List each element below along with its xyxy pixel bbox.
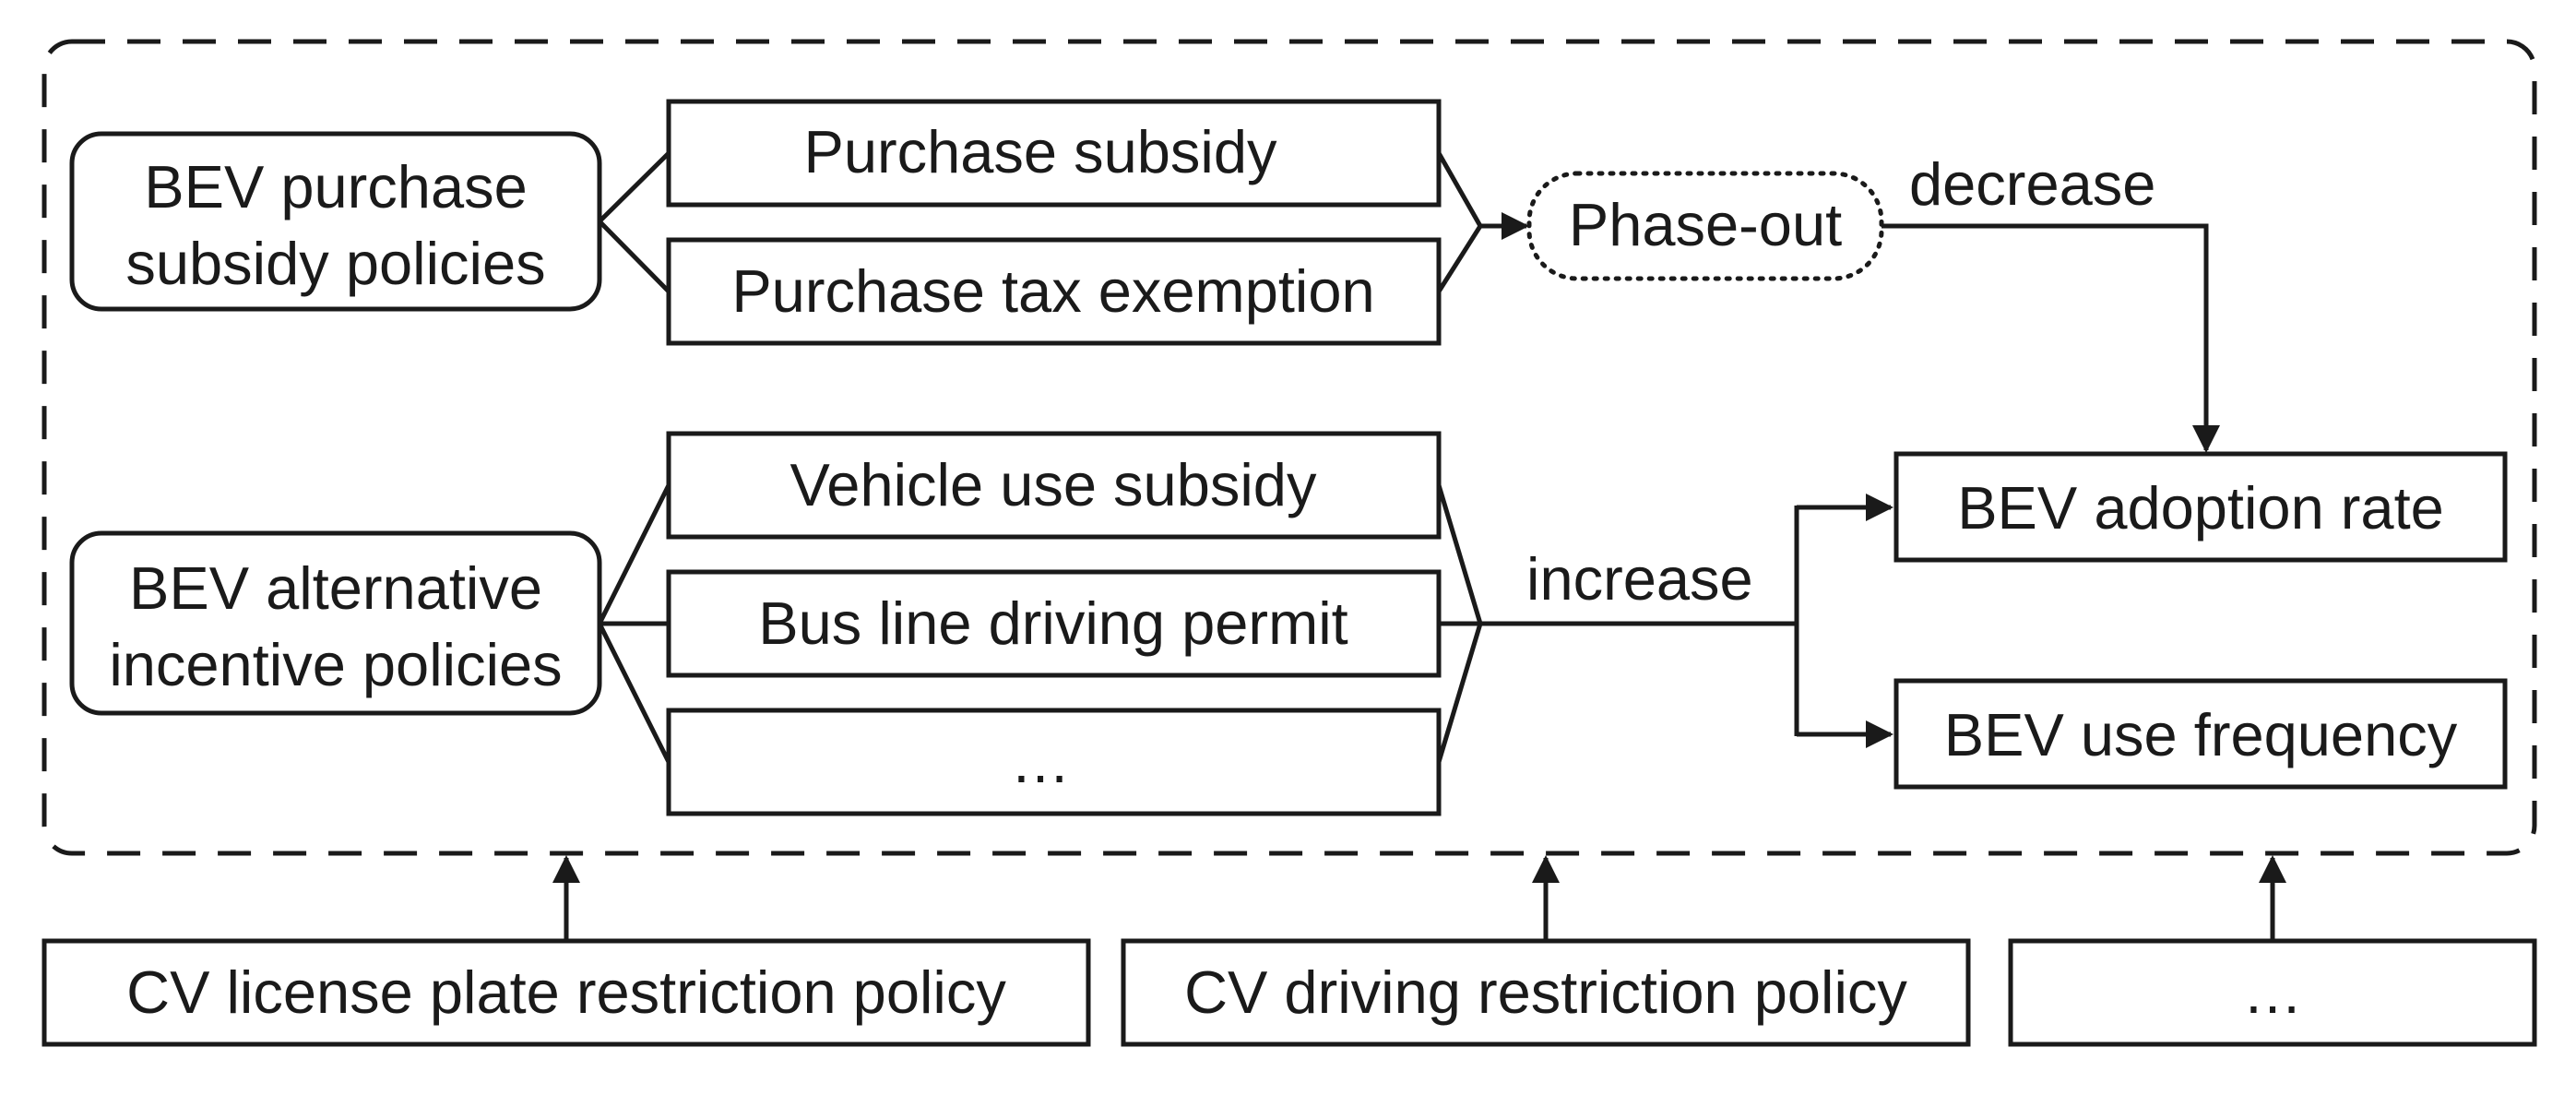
- bus-line-driving-permit-node: Bus line driving permit: [666, 569, 1442, 678]
- connector-line: [598, 220, 671, 293]
- node-label: Phase-out: [1569, 191, 1842, 258]
- node-label: Bus line driving permit: [758, 589, 1347, 657]
- node-label: Vehicle use subsidy: [790, 451, 1317, 518]
- connector-line: [597, 483, 671, 625]
- more-external-policies-node: …: [2008, 938, 2537, 1047]
- bev-alternative-incentive-policies-node: BEV alternative incentive policies: [69, 530, 602, 716]
- decrease-arrow: [1882, 223, 2220, 453]
- node-label: CV driving restriction policy: [1184, 958, 1907, 1026]
- node-label: CV license plate restriction policy: [126, 958, 1006, 1026]
- node-label-line2: incentive policies: [109, 631, 562, 698]
- bev-purchase-subsidy-policies-node: BEV purchase subsidy policies: [69, 131, 602, 312]
- node-label: Purchase tax exemption: [731, 257, 1374, 325]
- increase-label: increase: [1526, 545, 1753, 613]
- connector-line: [1436, 224, 1483, 293]
- cv-driving-restriction-node: CV driving restriction policy: [1121, 938, 1971, 1047]
- bev-use-frequency-node: BEV use frequency: [1893, 678, 2508, 790]
- vehicle-use-subsidy-node: Vehicle use subsidy: [666, 431, 1442, 540]
- cv-license-plate-restriction-node: CV license plate restriction policy: [42, 938, 1091, 1047]
- connector-line: [1436, 484, 1483, 625]
- node-label: Purchase subsidy: [803, 118, 1277, 185]
- ellipsis-label: …: [1011, 728, 1071, 795]
- node-label-line1: BEV purchase: [144, 153, 528, 220]
- node-label-line1: BEV alternative: [129, 554, 542, 622]
- ellipsis-label: …: [2243, 958, 2303, 1026]
- connector-line: [1436, 151, 1483, 228]
- decrease-label: decrease: [1909, 150, 2155, 218]
- bev-adoption-rate-node: BEV adoption rate: [1893, 451, 2508, 563]
- connector-line: [598, 151, 671, 223]
- connector-line: [597, 622, 671, 764]
- policy-system-boundary: [42, 39, 2537, 856]
- phase-out-node: Phase-out: [1526, 171, 1884, 281]
- purchase-subsidy-node: Purchase subsidy: [666, 99, 1442, 208]
- node-label: BEV adoption rate: [1957, 474, 2444, 542]
- more-incentives-node: …: [666, 708, 1442, 816]
- node-label: BEV use frequency: [1944, 701, 2458, 768]
- connector-line: [1436, 623, 1483, 763]
- purchase-tax-exemption-node: Purchase tax exemption: [666, 237, 1442, 346]
- node-label-line2: subsidy policies: [125, 230, 545, 297]
